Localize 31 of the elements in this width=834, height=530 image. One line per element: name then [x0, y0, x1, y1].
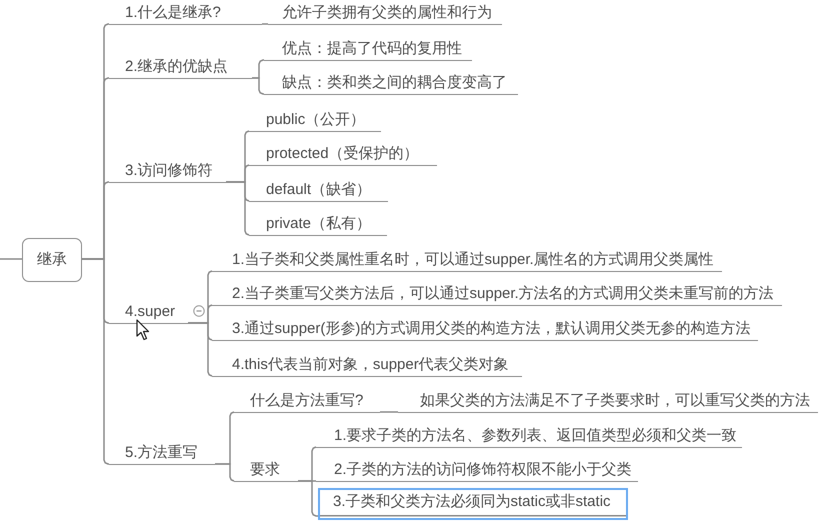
connector-line	[226, 181, 250, 236]
branch-topic: default（缺省）	[249, 180, 388, 202]
branch-topic: 4.this代表当前对象，supper代表父类对象	[212, 355, 522, 377]
branch-topic: 什么是方法重写?	[234, 391, 380, 413]
connector-line	[380, 411, 398, 413]
branch-topic: 1.要求子类的方法名、参数列表、返回值类型必须和父类一致	[316, 426, 742, 448]
selected-branch-topic: 3.子类和父类方法必须同为static或非static	[318, 488, 628, 520]
branch-topic: 允许子类拥有父类的属性和行为	[268, 3, 502, 25]
connector-line	[82, 258, 110, 465]
root-topic: 继承	[22, 238, 82, 282]
connector-line	[298, 480, 318, 517]
connector-line	[0, 258, 22, 260]
branch-topic: 如果父类的方法满足不了子类要求时，可以重写父类的方法	[398, 391, 818, 413]
branch-topic: 1.什么是继承?	[109, 3, 262, 25]
branch-topic: public（公开）	[249, 110, 381, 132]
connector-line	[262, 23, 268, 25]
branch-topic: 5.方法重写	[109, 443, 215, 465]
branch-topic: 缺点：类和类之间的耦合度变高了	[264, 73, 518, 95]
branch-topic: 2.当子类重写父类方法后，可以通过supper.方法名的方式调用父类未重写前的方法	[212, 284, 782, 306]
branch-topic: 2.子类的方法的访问修饰符权限不能小于父类	[316, 460, 638, 482]
branch-topic: 2.继承的优缺点	[109, 57, 252, 79]
branch-topic: 要求	[234, 460, 298, 482]
branch-topic: 3.访问修饰符	[109, 161, 226, 183]
branch-topic: protected（受保护的）	[249, 144, 437, 166]
branch-topic: 优点：提高了代码的复用性	[264, 39, 472, 61]
branch-topic: 3.通过supper(形参)的方式调用父类的构造方法，默认调用父类无参的构造方法	[212, 319, 758, 341]
connector-line	[188, 322, 213, 377]
connector-line	[252, 77, 264, 95]
branch-topic: 1.当子类和父类属性重名时，可以通过supper.属性名的方式调用父类属性	[212, 250, 722, 272]
connector-line	[215, 463, 235, 482]
branch-topic: private（私有）	[249, 214, 387, 236]
